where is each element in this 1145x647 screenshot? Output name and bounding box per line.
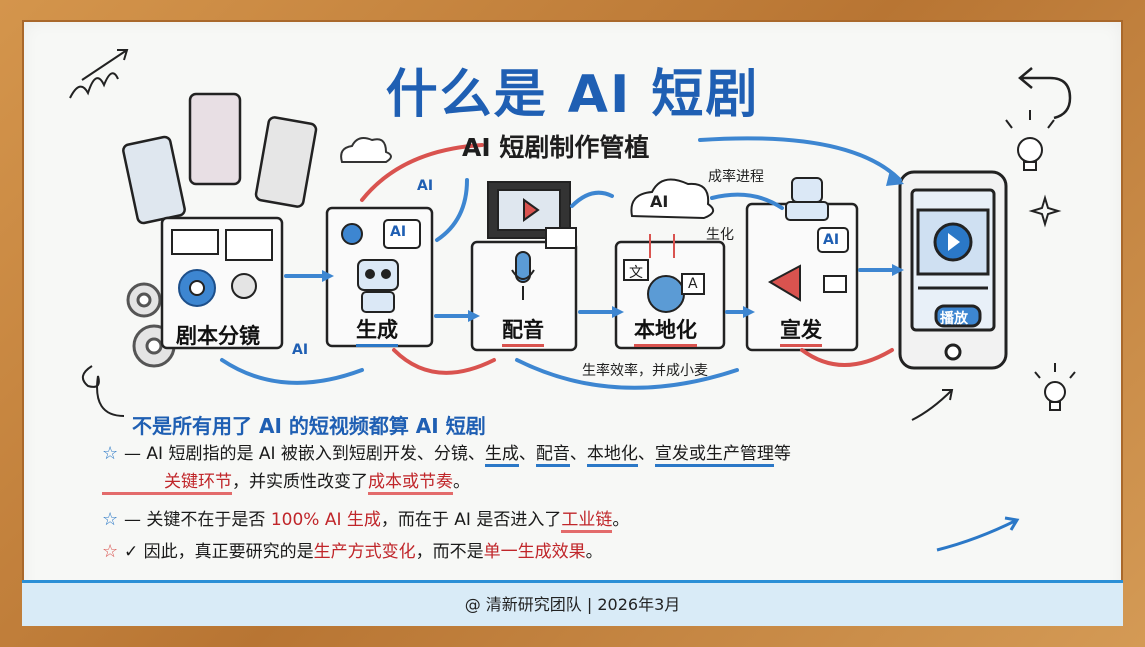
bullet-2: ☆☆ —— 关键不在于是否 100% AI 生成，而在于 AI 是否进入了工业链…	[102, 506, 629, 534]
subtitle: 不是所有用了 AI 的短视频都算 AI 短剧	[132, 414, 486, 438]
stage-label-promo: 宣发	[780, 314, 822, 347]
stage-label-dub: 配音	[502, 314, 544, 347]
star-icon: ☆	[102, 443, 119, 464]
ai-tag-top: AI	[417, 178, 434, 194]
stage-label-script: 剧本分镜	[176, 324, 260, 348]
storyboard-phones	[122, 92, 318, 225]
phone-player	[898, 170, 1008, 370]
bullet-1: ☆☆ —— AI 短剧指的是 AI 被嵌入到短剧开发、分镜、生成、配音、本地化、…	[102, 440, 791, 496]
sparkle-icon	[1028, 194, 1062, 228]
star-icon: ☆	[102, 541, 119, 562]
lightbulb-icon	[1005, 110, 1055, 171]
ai-tag-cloud: AI	[650, 192, 669, 211]
gen-note: 生化	[706, 227, 734, 243]
ai-tag-promo: AI	[823, 232, 840, 248]
undo-arrow-icon	[1018, 67, 1072, 120]
page-title: 什么是 AI 短剧	[385, 65, 760, 125]
lightbulb-icon	[1034, 363, 1076, 411]
play-button[interactable]: 播放	[940, 311, 968, 327]
efficiency-note: 生率效率，并成小麦	[582, 363, 708, 379]
pipeline-title: AI 短剧制作管植	[462, 133, 650, 162]
curl-arrow-icon	[81, 365, 1020, 552]
progress-note: 成率进程	[708, 169, 764, 185]
scribble-arrow-icon	[69, 49, 129, 99]
ai-tag-generate: AI	[390, 224, 407, 240]
star-icon: ☆	[102, 509, 119, 530]
footer: @ 清新研究团队 | 2026年3月	[22, 580, 1123, 626]
stage-label-localize: 本地化	[634, 314, 697, 347]
cloud-icon	[340, 137, 392, 163]
translate-wen: 文	[629, 265, 643, 281]
ai-tag-bottom: AI	[292, 342, 309, 358]
stage-label-generate: 生成	[356, 314, 398, 347]
translate-a: A	[688, 276, 698, 292]
check-icon: ✓	[124, 542, 144, 562]
whiteboard: 什么是 AI 短剧 AI 短剧制作管植 剧本分镜 生成 配音 本地化 宣发 AI…	[22, 20, 1123, 626]
gear-icon	[126, 282, 176, 368]
bullet-3: ☆☆ ✓✓ 因此，真正要研究的是生产方式变化，而不是单一生成效果。	[102, 538, 603, 566]
pipeline-illustration	[69, 49, 1076, 552]
